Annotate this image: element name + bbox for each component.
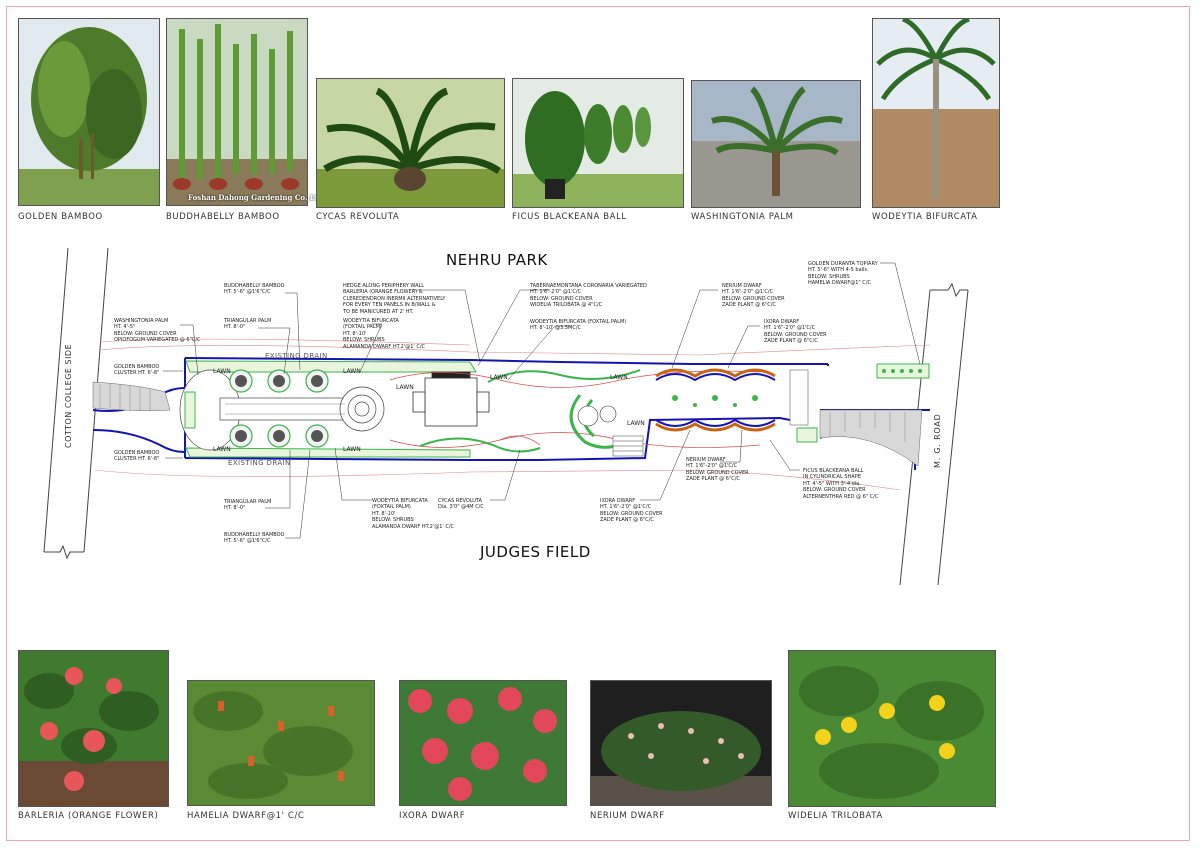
note-buddhabelly-bottom: BUDDHABELLY BAMBOO HT. 5'-6" @1'6"C/C — [224, 532, 285, 545]
washingtonia-palm-photo — [691, 80, 861, 208]
caption-golden-bamboo: GOLDEN BAMBOO — [18, 212, 103, 222]
caption-buddhabelly-bamboo: BUDDHABELLY BAMBOO — [166, 212, 280, 222]
note-cycas: CYCAS REVOLUTA Dia. 3'0" @4M C/C — [438, 498, 484, 511]
note-triangular-bottom: TRIANGULAR PALM HT. 8'-0" — [224, 499, 272, 512]
cycas-revoluta-photo — [316, 78, 505, 208]
note-golden-bamboo-top: GOLDEN BAMBOO CLUSTER HT. 6'-8" — [114, 364, 160, 377]
note-hedge: HEDGE ALONG PERIPHERY WALL BARLERIA (ORA… — [343, 283, 446, 315]
note-nerium-bottom: NERIUM DWARF HT. 1'6"-2'0" @1'C/C BELOW:… — [686, 457, 749, 483]
wodeytia-bifurcata-photo — [872, 18, 1000, 208]
drain-top-label: EXISTING DRAIN — [265, 352, 328, 360]
caption-barleria: BARLERIA (ORANGE FLOWER) — [18, 811, 159, 821]
nerium-photo — [590, 680, 772, 806]
note-wodeytia-top: WODEYTIA BIFURCATA (FOXTAIL PALM) HT. 8'… — [343, 318, 426, 350]
note-tabernaemontana: TABERNAEMONTANA CORONARIA VARIEGATED HT.… — [530, 283, 647, 309]
note-buddhabelly-top: BUDDHABELLY BAMBOO HT. 5'-6" @1'6"C/C — [224, 283, 285, 296]
sheet-border — [6, 6, 1190, 841]
hamelia-photo — [187, 680, 375, 806]
ixora-photo — [399, 680, 567, 806]
lawn-label-1: LAWN — [213, 368, 231, 375]
note-ficus: FICUS BLACKEANA BALL IN CYLINDRICAL SHAP… — [803, 468, 879, 500]
widelia-photo — [788, 650, 996, 807]
caption-cycas-revoluta: CYCAS REVOLUTA — [316, 212, 400, 222]
note-ixora-top: IXORA DWARF HT. 1'6"-2'0" @1'C/C BELOW: … — [764, 319, 827, 345]
note-wodeytia-mid: WODEYTIA BIFURCATA (FOXTAIL PALM) HT. 8'… — [530, 319, 627, 332]
barleria-photo — [18, 650, 169, 807]
note-duranta: GOLDEN DURANTA TOPIARY HT. 5'-6" WITH 4-… — [808, 261, 878, 287]
note-golden-bamboo-bottom: GOLDEN BAMBOO CLUSTER HT. 6'-8" — [114, 450, 160, 463]
note-triangular-top: TRIANGULAR PALM HT. 8'-0" — [224, 318, 272, 331]
note-wodeytia-bottom: WODEYTIA BIFURCATA (FOXTAIL PALM) HT. 8'… — [372, 498, 455, 530]
north-label: NEHRU PARK — [446, 251, 548, 269]
note-ixora-bottom: IXORA DWARF HT. 1'6"-2'0" @1'C/C BELOW: … — [600, 498, 663, 524]
lawn-label-8: LAWN — [627, 420, 645, 427]
lawn-label-7: LAWN — [610, 374, 628, 381]
drain-bottom-label: EXISTING DRAIN — [228, 459, 291, 467]
lawn-label-2: LAWN — [343, 368, 361, 375]
lawn-label-4: LAWN — [343, 446, 361, 453]
caption-ixora-dwarf: IXORA DWARF — [399, 811, 466, 821]
note-nerium-top: NERIUM DWARF HT. 1'6"-2'0" @1'C/C BELOW:… — [722, 283, 785, 309]
ficus-blackeana-photo — [512, 78, 684, 208]
lawn-label-6: LAWN — [490, 374, 508, 381]
caption-ficus-blackeana-ball: FICUS BLACKEANA BALL — [512, 212, 627, 222]
buddhabelly-bamboo-photo — [166, 18, 308, 206]
caption-washingtonia-palm: WASHINGTONIA PALM — [691, 212, 794, 222]
photo-watermark: Foshan Dahong Gardening Co.,Ltd — [188, 193, 323, 202]
caption-nerium-dwarf: NERIUM DWARF — [590, 811, 665, 821]
caption-hamelia: HAMELIA DWARF@1' C/C — [187, 811, 305, 821]
golden-bamboo-photo — [18, 18, 160, 206]
south-label: JUDGES FIELD — [480, 543, 591, 561]
lawn-label-5: LAWN — [396, 384, 414, 391]
caption-wodeytia-bifurcata: WODEYTIA BIFURCATA — [872, 212, 978, 222]
caption-widelia-trilobata: WIDELIA TRILOBATA — [788, 811, 883, 821]
note-washingtonia: WASHINGTONIA PALM HT. 4'-5" BELOW: GROUN… — [114, 318, 201, 344]
lawn-label-3: LAWN — [213, 446, 231, 453]
